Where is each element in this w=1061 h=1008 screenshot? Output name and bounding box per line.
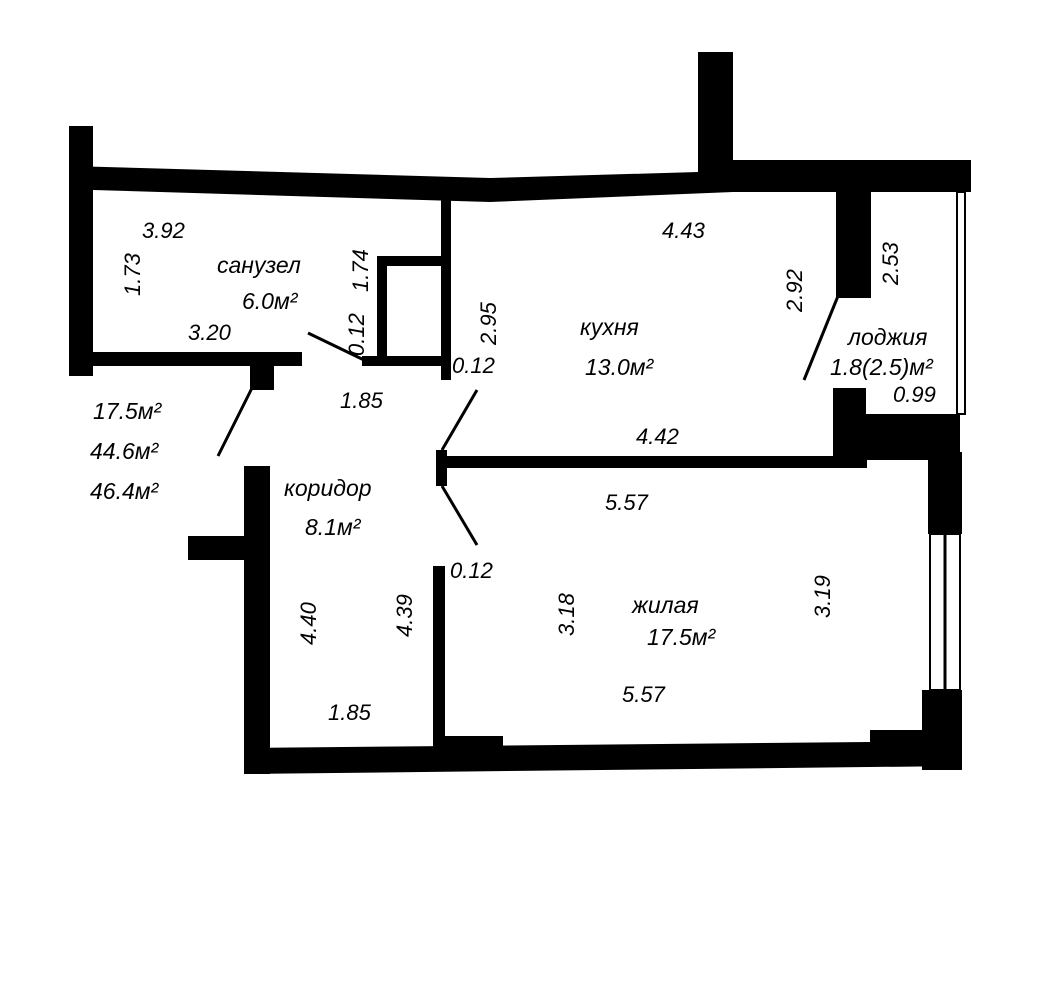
loggia-name: лоджия	[848, 324, 928, 350]
wall-segment	[433, 566, 445, 752]
dim-corridor-left: 4.40	[296, 602, 321, 645]
dim-corridor-right: 4.39	[392, 594, 417, 637]
doors	[216, 295, 840, 546]
wall-segment	[377, 256, 441, 266]
dim-bath-wall: 0.12	[344, 313, 369, 356]
wall-segment	[69, 352, 302, 366]
dim-living-left: 3.18	[554, 593, 579, 636]
corridor-name: коридор	[284, 475, 372, 501]
dim-corridor-top: 1.85	[340, 388, 383, 413]
dim-kitchen-bottom: 4.42	[636, 424, 679, 449]
dim-kitchen-left: 2.95	[476, 302, 501, 345]
walls	[69, 52, 971, 774]
dim-kitchen-wall: 0.12	[452, 353, 495, 378]
wall-segment	[833, 388, 866, 460]
wall-segment	[362, 356, 441, 366]
wall-segment	[437, 456, 867, 468]
wall-segment	[441, 196, 451, 380]
kitchen-area: 13.0м²	[585, 354, 654, 380]
kitchen-name: кухня	[580, 314, 639, 340]
wall-segment	[188, 536, 270, 560]
windows	[929, 191, 966, 691]
bathroom-name: санузел	[217, 252, 301, 278]
loggia-area: 1.8(2.5)м²	[830, 354, 933, 380]
dim-kitchen-right: 2.92	[782, 269, 807, 312]
window-loggia	[956, 191, 966, 415]
dim-corridor-bottom: 1.85	[328, 700, 371, 725]
door-bathroom	[307, 331, 365, 362]
living-area: 17.5м²	[647, 624, 716, 650]
living-name: жилая	[632, 592, 699, 618]
dim-loggia-width: 0.99	[893, 382, 936, 407]
door-entrance	[216, 387, 254, 457]
dim-bath-bottom: 3.20	[188, 320, 231, 345]
dim-living-right: 3.19	[810, 575, 835, 618]
dim-living-top: 5.57	[605, 490, 648, 515]
wall-segment	[250, 366, 274, 390]
total-area: 44.6м²	[90, 438, 159, 464]
door-loggia	[802, 295, 840, 381]
door-living	[440, 485, 479, 546]
door-kitchen	[440, 389, 479, 451]
wall-segment	[836, 192, 871, 298]
bathroom-area: 6.0м²	[242, 288, 298, 314]
wall-segment	[69, 126, 93, 376]
dim-bath-right: 1.74	[348, 249, 373, 292]
wall-segment	[244, 730, 962, 774]
dim-living-wall: 0.12	[450, 558, 493, 583]
wall-segment	[377, 256, 387, 364]
wall-segment	[436, 450, 447, 486]
wall-segment	[244, 466, 270, 774]
total-area-with-loggia: 46.4м²	[90, 478, 159, 504]
dim-bath-left: 1.73	[120, 253, 145, 296]
corridor-area: 8.1м²	[305, 514, 361, 540]
wall-segment	[69, 52, 971, 202]
dim-kitchen-top: 4.43	[662, 218, 705, 243]
dim-loggia-side: 2.53	[878, 242, 903, 285]
wall-segment	[928, 452, 962, 534]
total-living-area: 17.5м²	[93, 398, 162, 424]
dim-living-bottom: 5.57	[622, 682, 665, 707]
dim-bath-top: 3.92	[142, 218, 185, 243]
